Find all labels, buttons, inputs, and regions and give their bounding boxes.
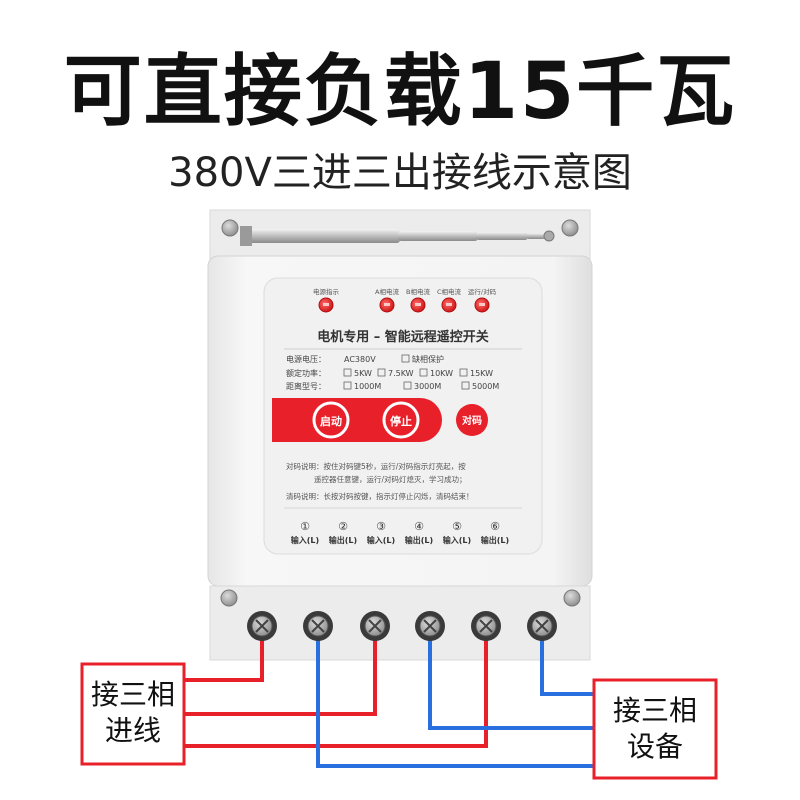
- spec-option: 10KW: [430, 369, 453, 378]
- spec-option: 5000M: [472, 382, 499, 391]
- subtitle: 380V三进三出接线示意图: [168, 150, 632, 196]
- output-wire-3: [540, 626, 594, 696]
- pair-button[interactable]: 对码: [456, 404, 488, 436]
- indicator-led-icon: [379, 297, 395, 313]
- terminal-number: ④: [414, 520, 424, 533]
- terminal-label: 输出(L): [481, 535, 509, 545]
- pair-note-line1: 对码说明：按住对码键5秒，运行/对码指示灯亮起，按: [286, 461, 466, 471]
- terminal-screw-icon: [247, 611, 277, 641]
- spec-row-label: 额定功率：: [286, 368, 326, 378]
- indicator-led-icon: [318, 297, 334, 313]
- antenna-icon: [240, 226, 555, 246]
- checkbox-icon: [419, 368, 428, 377]
- spec-option: 7.5KW: [388, 369, 414, 378]
- checkbox-icon: [401, 354, 410, 363]
- spec-row-label: 距离型号：: [286, 381, 326, 391]
- terminal-label: 输入(L): [291, 535, 319, 545]
- clear-note: 清码说明：长按对码按键，指示灯停止闪烁，清码结束！: [286, 491, 474, 501]
- indicator-label: A相电流: [375, 287, 399, 296]
- terminal-screw-icon: [303, 611, 333, 641]
- spec-row-label: 电源电压：: [286, 354, 326, 364]
- terminal-label: 输出(L): [405, 535, 433, 545]
- indicator-led-icon: [474, 297, 490, 313]
- input-wire-1: [184, 626, 264, 682]
- terminal-label: 输入(L): [443, 535, 471, 545]
- spec-option: 1000M: [354, 382, 381, 391]
- terminal-screw-icon: [360, 611, 390, 641]
- checkbox-icon: [343, 381, 352, 390]
- input-box-line1: 接三相: [90, 678, 175, 711]
- pair-note-line2: 遥控器任意键，运行/对码灯熄灭，学习成功；: [314, 474, 467, 484]
- indicator-led-icon: [410, 297, 426, 313]
- input-wire-3: [184, 626, 488, 748]
- terminal-number: ②: [338, 520, 348, 533]
- output-box-line2: 设备: [626, 730, 683, 763]
- screw-icon: [220, 589, 238, 607]
- indicator-label: 运行/对码: [468, 287, 497, 296]
- terminal-screw-icon: [471, 611, 501, 641]
- spec-option: AC380V: [344, 355, 376, 364]
- output-wire-2: [428, 626, 594, 730]
- start-button[interactable]: 启动: [312, 401, 350, 439]
- terminal-screw-icon: [527, 611, 557, 641]
- checkbox-icon: [403, 381, 412, 390]
- checkbox-icon: [343, 368, 352, 377]
- terminal-label: 输出(L): [329, 535, 357, 545]
- indicator-label: C相电流: [437, 287, 462, 296]
- output-box: [592, 678, 718, 780]
- stop-button[interactable]: 停止: [382, 401, 420, 439]
- input-box: [80, 662, 186, 766]
- screw-icon: [221, 219, 239, 237]
- output-wire-1: [316, 626, 594, 768]
- checkbox-icon: [377, 368, 386, 377]
- terminal-screw-icon: [415, 611, 445, 641]
- screw-icon: [563, 589, 581, 607]
- indicator-label: B相电流: [406, 287, 430, 296]
- indicator-label: 电源指示: [313, 287, 340, 296]
- spec-option: 5KW: [354, 369, 372, 378]
- terminal-number: ①: [300, 520, 310, 533]
- input-wire-2: [184, 626, 377, 716]
- terminal-label: 输入(L): [367, 535, 395, 545]
- spec-option: 15KW: [470, 369, 493, 378]
- screw-icon: [561, 219, 579, 237]
- terminal-number: ⑤: [452, 520, 462, 533]
- input-box-line2: 进线: [104, 714, 161, 747]
- terminal-number: ③: [376, 520, 386, 533]
- start-button-label: 启动: [320, 414, 342, 428]
- panel-title: 电机专用 – 智能远程遥控开关: [317, 329, 489, 345]
- pair-button-label: 对码: [462, 414, 482, 427]
- spec-option: 3000M: [414, 382, 441, 391]
- indicator-led-icon: [441, 297, 457, 313]
- stop-button-label: 停止: [390, 414, 412, 428]
- headline: 可直接负载15千瓦: [63, 47, 737, 137]
- spec-option: 缺相保护: [412, 354, 444, 364]
- terminal-number: ⑥: [490, 520, 500, 533]
- checkbox-icon: [459, 368, 468, 377]
- checkbox-icon: [461, 381, 470, 390]
- output-box-line1: 接三相: [612, 694, 697, 727]
